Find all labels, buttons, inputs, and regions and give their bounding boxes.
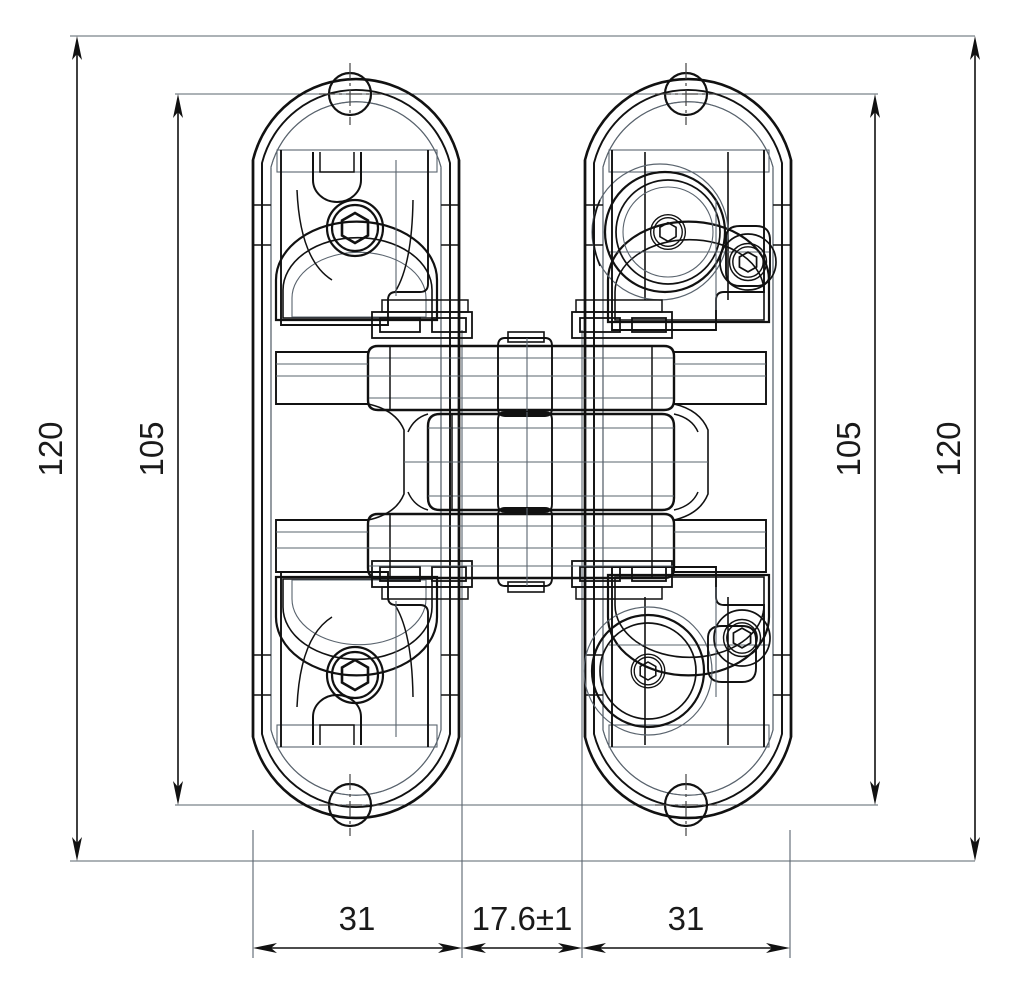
- right-bottom-cam-adjuster: [583, 606, 713, 736]
- dimension-lines-horizontal: 31 17.6±1 31: [253, 900, 790, 953]
- dim-label-120-left: 120: [32, 421, 69, 476]
- dim-120-right: 120: [930, 36, 980, 861]
- right-bottom-hex-socket: [707, 609, 771, 683]
- dim-105-left: 105: [133, 94, 183, 805]
- middle-link-bar: [426, 411, 676, 513]
- dim-label-31-left: 31: [339, 900, 376, 937]
- dimension-lines-vertical: 120 105 105 120: [32, 36, 980, 861]
- dim-31-right: 31: [582, 900, 790, 953]
- dim-label-17-6-center: 17.6±1: [472, 900, 573, 937]
- right-top-hex-socket: [719, 225, 777, 291]
- centre-attachment-details: [381, 299, 663, 600]
- hinge-linkage-assembly: [275, 311, 767, 593]
- extension-lines: [70, 35, 975, 958]
- dim-label-31-right: 31: [668, 900, 705, 937]
- right-top-cam-adjuster: [591, 163, 729, 301]
- dim-31-left: 31: [253, 900, 462, 953]
- right-hinge-leaf: [583, 61, 793, 838]
- dim-label-105-right: 105: [830, 421, 867, 476]
- dim-label-120-right: 120: [930, 421, 967, 476]
- upper-link-bar: [366, 331, 676, 417]
- dim-17-6-center: 17.6±1: [462, 900, 582, 953]
- dim-105-right: 105: [830, 94, 880, 805]
- left-hinge-leaf: [251, 61, 461, 838]
- dim-label-105-left: 105: [133, 421, 170, 476]
- dim-120-left: 120: [32, 36, 82, 861]
